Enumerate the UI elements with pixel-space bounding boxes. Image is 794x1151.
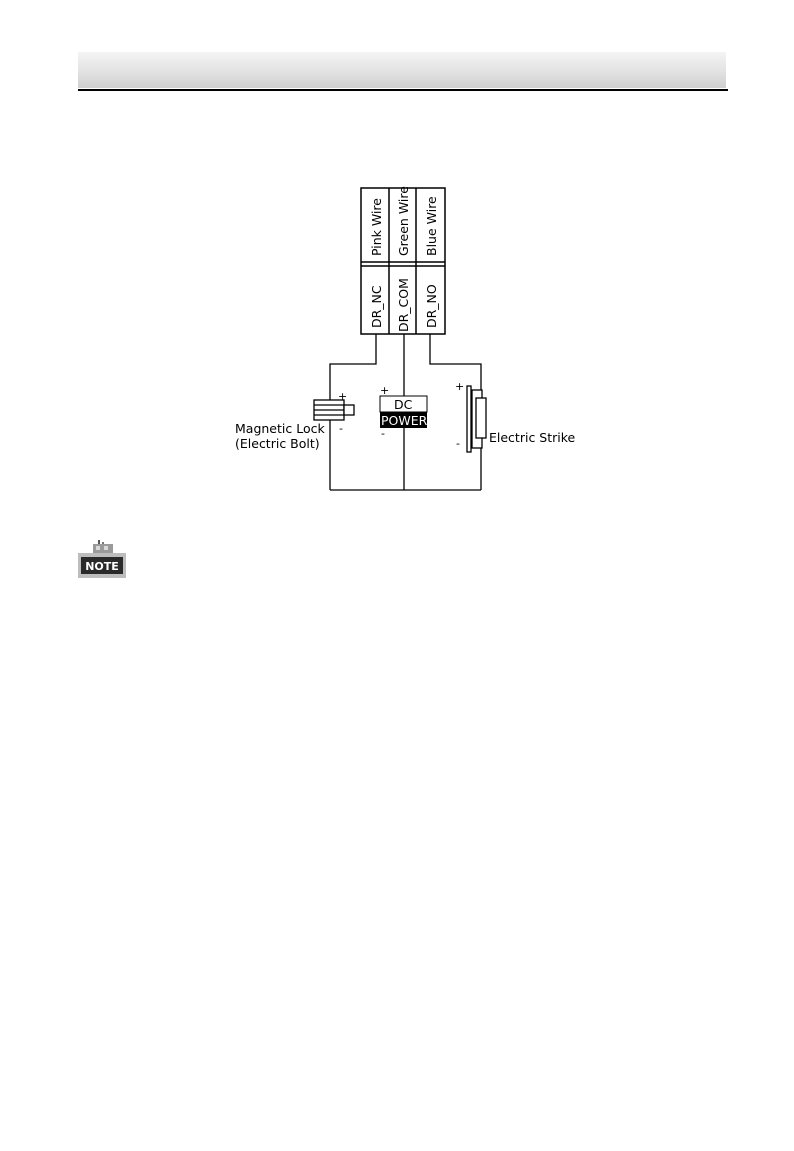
electric-strike-icon — [467, 386, 486, 452]
electric-strike-minus: - — [456, 437, 460, 450]
magnetic-lock-icon — [314, 400, 354, 420]
magnetic-lock-sublabel: (Electric Bolt) — [235, 436, 320, 451]
dc-power-plus: + — [380, 384, 389, 397]
electric-strike-label: Electric Strike — [489, 430, 576, 445]
electric-strike-plus: + — [455, 380, 464, 393]
terminal-label-dr-com: DR_COM — [396, 278, 411, 332]
wire-label-pink: Pink Wire — [369, 198, 384, 256]
terminal-label-dr-no: DR_NO — [424, 284, 439, 328]
dc-power-minus: - — [381, 427, 385, 440]
dc-power-label-dc: DC — [394, 397, 413, 412]
wire-label-green: Green Wire — [396, 186, 411, 256]
magnetic-lock-plus: + — [338, 390, 347, 403]
wire-label-blue: Blue Wire — [424, 196, 439, 256]
magnetic-lock-label: Magnetic Lock — [235, 421, 325, 436]
note-icon: NOTE — [78, 540, 126, 578]
terminal-label-dr-nc: DR_NC — [369, 285, 384, 328]
dc-power-label-power: POWER — [381, 413, 428, 428]
note-icon-label: NOTE — [85, 560, 119, 573]
magnetic-lock-minus: - — [339, 422, 343, 435]
